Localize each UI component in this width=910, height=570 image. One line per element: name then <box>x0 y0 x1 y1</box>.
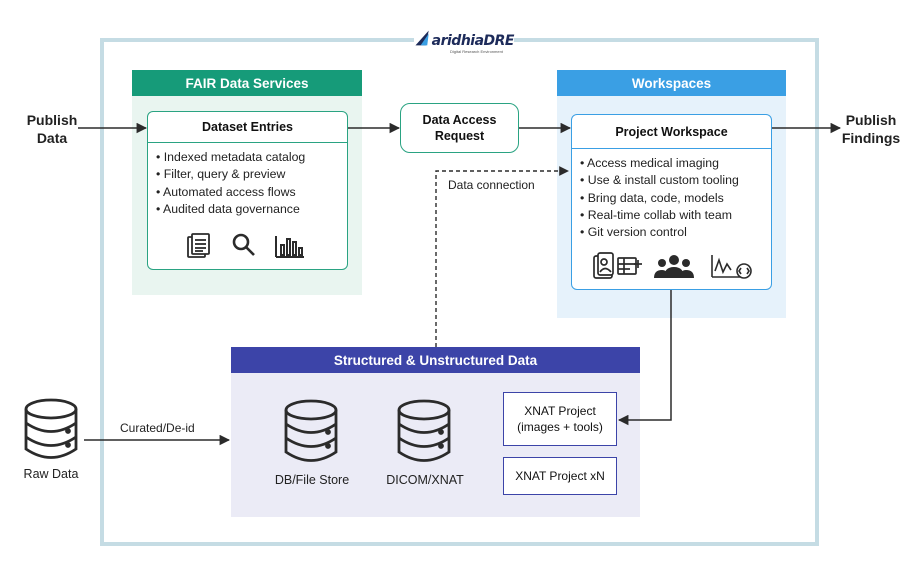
xnat-project-line-2: (images + tools) <box>517 420 603 434</box>
xnat-project-line-1: XNAT Project <box>524 404 596 418</box>
team-icon <box>654 255 694 278</box>
list-item: Access medical imaging <box>580 155 771 172</box>
workspaces-header: Workspaces <box>557 70 786 96</box>
fair-bullet-list: Indexed metadata catalog Filter, query &… <box>148 143 347 218</box>
list-item: Audited data governance <box>156 201 347 218</box>
table-add-icon <box>617 257 642 275</box>
workspace-bullet-list: Access medical imaging Use & install cus… <box>572 149 771 241</box>
data-connection-label: Data connection <box>448 178 535 192</box>
list-item: Use & install custom tooling <box>580 172 771 189</box>
list-item: Git version control <box>580 224 771 241</box>
bar-chart-icon <box>275 236 304 258</box>
curated-label: Curated/De-id <box>120 421 195 435</box>
logo-wordmark: aridhiaDRE <box>431 33 515 49</box>
data-access-request-node: Data Access Request <box>400 103 519 153</box>
raw-data-label: Raw Data <box>23 467 79 481</box>
project-workspace-title: Project Workspace <box>572 115 771 149</box>
magnifier-icon <box>232 233 255 256</box>
raw-data-database-icon <box>24 398 78 459</box>
code-chart-icon <box>711 255 752 279</box>
request-line-2: Request <box>434 129 485 143</box>
db-file-store-label: DB/File Store <box>274 473 350 487</box>
list-item: Real-time collab with team <box>580 207 771 224</box>
db-file-store-database-icon <box>284 399 338 462</box>
data-connection-dashed-arrow <box>435 166 569 347</box>
list-item: Indexed metadata catalog <box>156 149 347 166</box>
xnat-project-box: XNAT Project (images + tools) <box>503 392 617 446</box>
aridhia-dre-logo: aridhiaDRE Digital Research Environment <box>414 18 515 58</box>
data-panel-header: Structured & Unstructured Data <box>231 347 640 373</box>
dataset-entries-title: Dataset Entries <box>148 112 347 143</box>
list-item: Filter, query & preview <box>156 166 347 183</box>
xnat-project-multi-box: XNAT Project xN <box>503 457 617 495</box>
list-item: Automated access flows <box>156 184 347 201</box>
logo-mark-icon <box>415 30 429 46</box>
imaging-icon <box>593 252 614 279</box>
document-icon <box>187 233 210 258</box>
list-item: Bring data, code, models <box>580 190 771 207</box>
dicom-xnat-database-icon <box>397 399 451 462</box>
dicom-xnat-label: DICOM/XNAT <box>386 473 464 487</box>
fair-header: FAIR Data Services <box>132 70 362 96</box>
request-line-1: Data Access <box>422 113 497 127</box>
logo-tagline: Digital Research Environment <box>450 49 503 54</box>
workspace-to-xnat-arrow <box>617 290 672 426</box>
